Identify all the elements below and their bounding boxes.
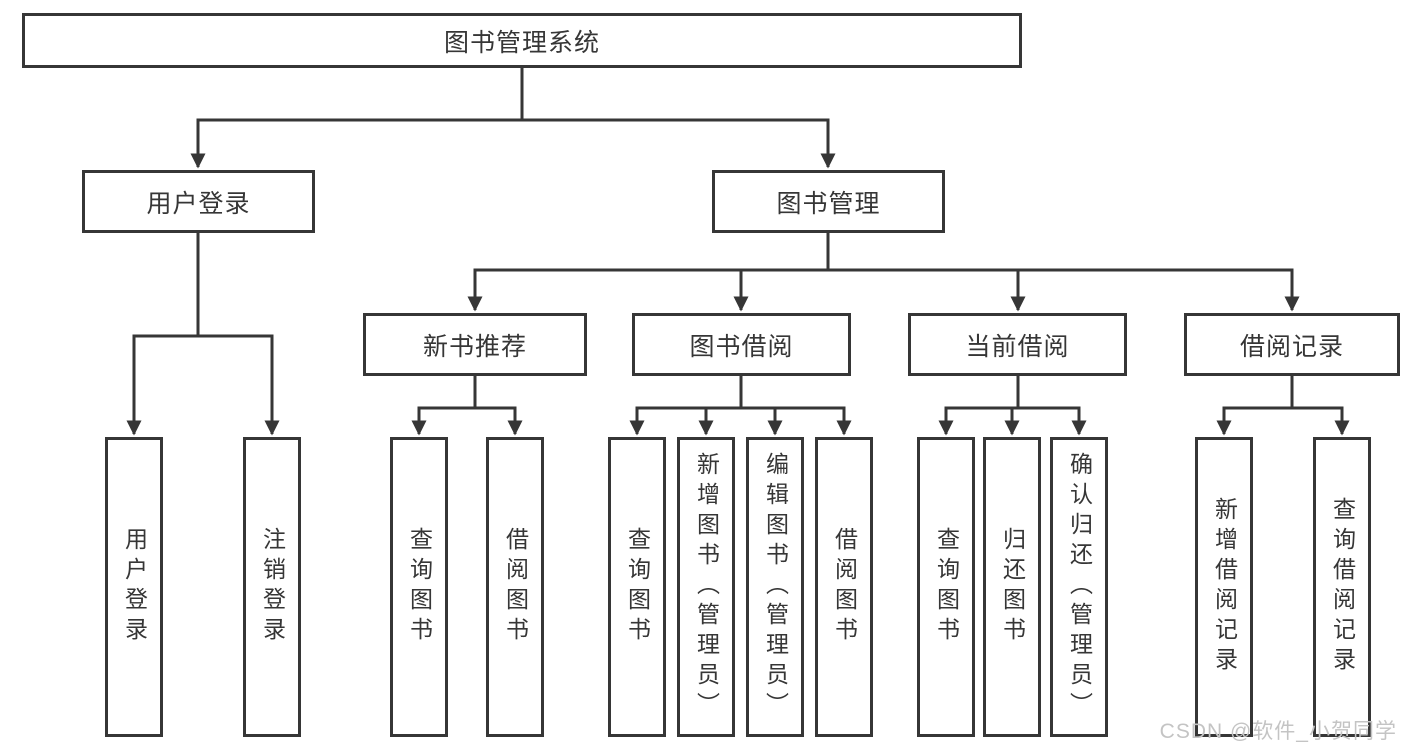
leaf-label: 查询图书 bbox=[406, 527, 433, 647]
node-label: 图书管理系统 bbox=[443, 28, 600, 57]
leaf-label: 确认归还（管理员） bbox=[1066, 452, 1093, 722]
node-label: 图书借阅 bbox=[689, 332, 794, 361]
node-book-management: 图书管理 bbox=[712, 170, 945, 233]
leaf-user-login: 用户登录 bbox=[105, 437, 163, 737]
leaf-query-books: 查询图书 bbox=[608, 437, 666, 737]
node-current-borrowing: 当前借阅 bbox=[908, 313, 1127, 376]
leaf-edit-books-admin: 编辑图书（管理员） bbox=[746, 437, 804, 737]
leaf-borrow-books: 借阅图书 bbox=[486, 437, 544, 737]
leaf-add-books-admin: 新增图书（管理员） bbox=[677, 437, 735, 737]
leaf-logout: 注销登录 bbox=[243, 437, 301, 737]
leaf-label: 新增图书（管理员） bbox=[693, 452, 720, 722]
leaf-borrow-books: 借阅图书 bbox=[815, 437, 873, 737]
leaf-label: 查询图书 bbox=[624, 527, 651, 647]
leaf-label: 新增借阅记录 bbox=[1211, 497, 1238, 677]
node-label: 当前借阅 bbox=[965, 332, 1070, 361]
leaf-label: 注销登录 bbox=[259, 527, 286, 647]
leaf-label: 借阅图书 bbox=[831, 527, 858, 647]
node-user-login: 用户登录 bbox=[82, 170, 315, 233]
node-label: 新书推荐 bbox=[422, 332, 527, 361]
node-borrowing-records: 借阅记录 bbox=[1184, 313, 1400, 376]
leaf-label: 编辑图书（管理员） bbox=[762, 452, 789, 722]
leaf-label: 借阅图书 bbox=[502, 527, 529, 647]
node-book-management-system: 图书管理系统 bbox=[22, 13, 1022, 68]
leaf-query-books: 查询图书 bbox=[917, 437, 975, 737]
node-label: 借阅记录 bbox=[1239, 332, 1344, 361]
node-book-borrowing: 图书借阅 bbox=[632, 313, 851, 376]
leaf-label: 查询图书 bbox=[933, 527, 960, 647]
leaf-return-books: 归还图书 bbox=[983, 437, 1041, 737]
node-label: 图书管理 bbox=[776, 189, 881, 218]
leaf-query-borrow-record: 查询借阅记录 bbox=[1313, 437, 1371, 737]
leaf-label: 用户登录 bbox=[121, 527, 148, 647]
node-new-book-recommend: 新书推荐 bbox=[363, 313, 587, 376]
csdn-watermark: CSDN @软件_小贺同学 bbox=[1159, 720, 1397, 743]
node-label: 用户登录 bbox=[146, 189, 251, 218]
leaf-query-books: 查询图书 bbox=[390, 437, 448, 737]
leaf-confirm-return-admin: 确认归还（管理员） bbox=[1050, 437, 1108, 737]
leaf-label: 归还图书 bbox=[999, 527, 1026, 647]
leaf-label: 查询借阅记录 bbox=[1329, 497, 1356, 677]
leaf-add-borrow-record: 新增借阅记录 bbox=[1195, 437, 1253, 737]
